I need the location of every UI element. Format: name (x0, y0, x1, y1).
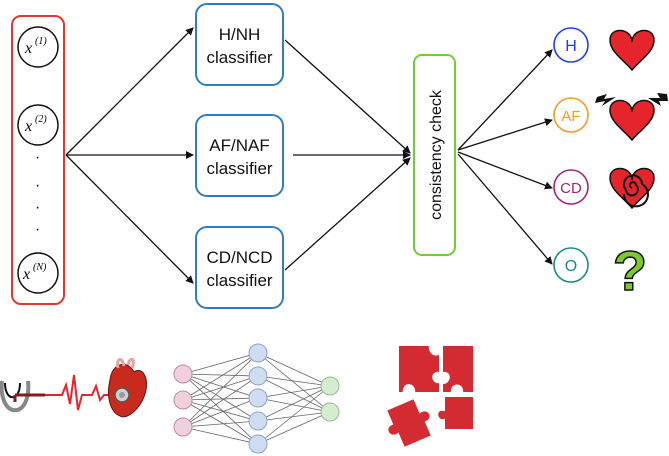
question-mark-glyph: ? (613, 239, 647, 302)
input-panel (11, 15, 65, 305)
input-node-2: x (2) (17, 104, 59, 146)
classifier-afnaf: AF/NAF classifier (195, 114, 284, 197)
classifier-afnaf-subtitle: classifier (206, 159, 272, 178)
arrow-check-to-cd (457, 151, 553, 190)
input-node-n-var: x (22, 266, 30, 283)
stethoscope-ecg-heart-icon (0, 357, 148, 418)
input-node-n-sup: (N) (33, 262, 47, 273)
arrow-input-to-cdncd (65, 154, 194, 284)
input-node-1-var: x (24, 40, 32, 57)
arrow-check-to-af (457, 118, 553, 151)
classifier-cdncd: CD/NCD classifier (195, 226, 284, 309)
consistency-check-box: consistency check (413, 54, 456, 256)
ellipsis-dot: · (35, 149, 40, 166)
arrow-input-to-hnh (65, 27, 194, 156)
classifier-afnaf-title: AF/NAF (209, 136, 269, 155)
input-node-n: x (N) (17, 252, 59, 294)
arrow-check-to-h (457, 49, 553, 151)
ellipsis-dot: · (35, 221, 40, 238)
output-cd: CD (553, 169, 589, 205)
consistency-check-label: consistency check (428, 89, 445, 220)
classifier-hnh-title: H/NH (219, 25, 261, 44)
neural-network-icon (173, 343, 340, 454)
output-arrows (457, 49, 553, 265)
puzzle-icon (384, 344, 475, 450)
lightning-heart-icon (595, 93, 668, 141)
arrow-cdncd-to-check (284, 157, 411, 271)
classifier-hnh-subtitle: classifier (206, 48, 272, 67)
output-af-label: AF (561, 108, 580, 125)
output-o: O (553, 247, 589, 283)
heart-icon (609, 29, 655, 71)
output-af: AF (553, 97, 589, 133)
classifier-hnh: H/NH classifier (195, 3, 284, 86)
input-arrows (65, 27, 194, 284)
output-cd-label: CD (560, 180, 582, 197)
ellipsis-dot: · (35, 177, 40, 194)
ellipsis-dot: · (35, 199, 40, 216)
output-o-label: O (565, 258, 577, 275)
classifier-arrows (284, 39, 411, 271)
classifier-cdncd-title: CD/NCD (206, 248, 272, 267)
output-h-label: H (565, 38, 577, 55)
input-node-1: x (1) (17, 26, 59, 68)
arrow-hnh-to-check (284, 39, 411, 154)
input-ellipsis: · · · · (35, 149, 40, 238)
spiral-heart-icon (609, 167, 655, 209)
arrow-check-to-o (457, 153, 553, 265)
input-node-2-sup: (2) (35, 114, 47, 125)
input-node-2-var: x (24, 118, 32, 135)
classifier-cdncd-subtitle: classifier (206, 271, 272, 290)
question-mark-icon: ? (612, 238, 648, 303)
output-h: H (553, 27, 589, 63)
input-node-1-sup: (1) (35, 36, 47, 47)
